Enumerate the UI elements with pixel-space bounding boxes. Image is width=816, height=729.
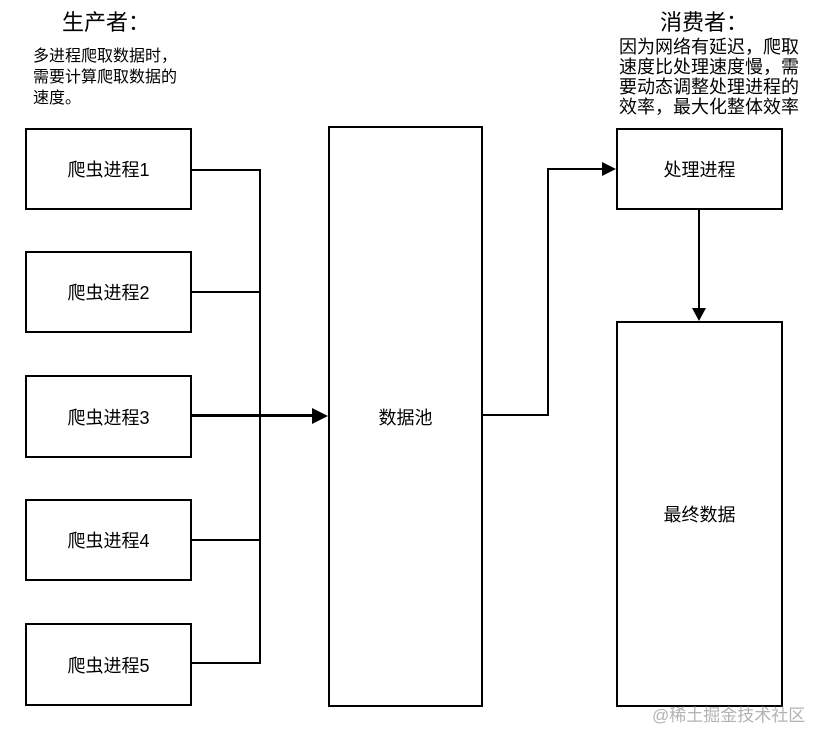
node-label: 爬虫进程1	[67, 160, 150, 180]
connector-crawler4-to-bus	[191, 539, 261, 541]
arrow-datapool-to-processor-head	[602, 162, 616, 176]
arrow-crawlers-to-datapool-head	[312, 408, 328, 424]
node-label: 爬虫进程3	[67, 407, 150, 428]
node-final-data: 最终数据	[616, 321, 783, 707]
consumer-title: 消费者：	[660, 10, 749, 35]
node-processing-process: 处理进程	[616, 128, 783, 210]
node-crawler-process-3: 爬虫进程3	[25, 375, 192, 458]
producer-title: 生产者：	[62, 10, 151, 35]
connector-crawler2-to-bus	[191, 291, 261, 293]
node-crawler-process-4: 爬虫进程4	[25, 499, 192, 581]
node-crawler-process-1: 爬虫进程1	[25, 128, 192, 210]
node-label: 爬虫进程2	[67, 283, 150, 303]
node-data-pool: 数据池	[328, 126, 483, 707]
node-crawler-process-5: 爬虫进程5	[25, 623, 192, 706]
producer-note: 多进程爬取数据时， 需要计算爬取数据的 速度。	[33, 46, 177, 109]
connector-datapool-out-vertical	[547, 168, 549, 416]
arrow-processor-to-finaldata-shaft	[698, 209, 700, 309]
node-label: 数据池	[378, 407, 433, 428]
watermark: @稀土掘金技术社区	[652, 706, 806, 725]
producer-note-line: 多进程爬取数据时，	[33, 48, 178, 65]
producer-note-line: 需要计算爬取数据的	[33, 69, 178, 86]
connector-crawler5-to-bus	[191, 662, 261, 664]
connector-crawler1-to-bus	[191, 169, 261, 171]
connector-datapool-out-horizontal	[481, 414, 549, 416]
consumer-note-line: 速度比处理速度慢，需	[619, 57, 799, 77]
consumer-note-line: 因为网络有延迟，爬取	[619, 37, 799, 57]
node-label: 最终数据	[663, 505, 736, 525]
arrow-processor-to-finaldata-head	[692, 308, 706, 321]
node-label: 爬虫进程5	[67, 655, 150, 676]
arrow-datapool-to-processor-shaft	[547, 168, 603, 170]
consumer-note: 因为网络有延迟，爬取 速度比处理速度慢，需 要动态调整处理进程的 效率，最大化整…	[619, 37, 799, 117]
node-label: 处理进程	[663, 160, 736, 180]
node-label: 爬虫进程4	[67, 531, 150, 551]
arrow-crawlers-to-datapool-shaft	[191, 414, 314, 417]
consumer-note-line: 效率，最大化整体效率	[619, 97, 799, 117]
producer-note-line: 速度。	[33, 90, 82, 107]
node-crawler-process-2: 爬虫进程2	[25, 251, 192, 333]
consumer-note-line: 要动态调整处理进程的	[619, 77, 799, 97]
